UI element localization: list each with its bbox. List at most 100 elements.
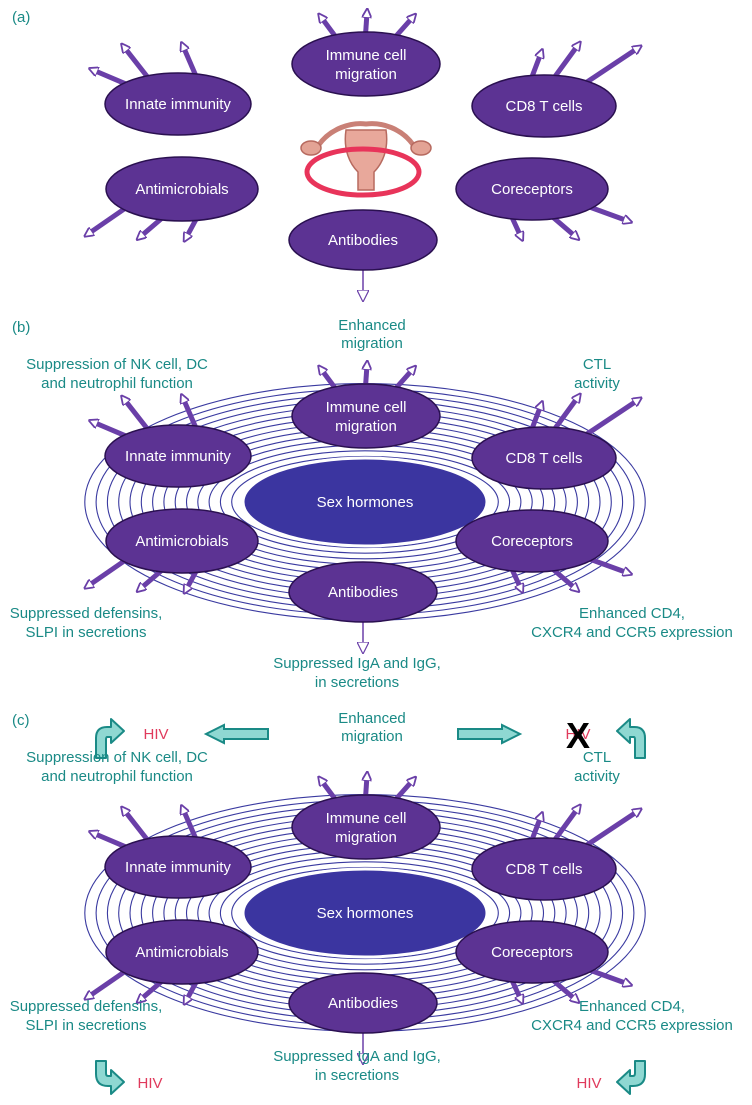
signal-arrow (579, 400, 638, 441)
signal-arrow (579, 48, 638, 89)
b-node-antibodies (288, 561, 438, 623)
b-node-immune-cell-migration-label: Immune cell migration (326, 399, 407, 435)
b-effect-innate-line: and neutrophil function (41, 375, 193, 392)
c-node-coreceptors (455, 920, 609, 984)
b-node-coreceptors (455, 509, 609, 573)
c-node-cd8-t-cells (471, 837, 617, 901)
b-effect-ctl-line: CTL (583, 356, 611, 373)
c-effect-innate-line: Suppression of NK cell, DC (26, 749, 208, 766)
right-ovary-icon (410, 140, 432, 156)
right-hiv-arrow (457, 723, 523, 745)
hiv-left-label: HIV (143, 726, 168, 743)
c-effect-migration-line: migration (341, 728, 403, 745)
c-effect-coreceptors-line: CXCR4 and CCR5 expression (531, 1017, 733, 1034)
b-hormone-ring (231, 455, 499, 549)
hiv-blocked-label: HIV (565, 726, 590, 743)
a-node-coreceptors-label-line: Coreceptors (491, 181, 573, 198)
a-node-innate-immunity-label: Innate immunity (125, 96, 231, 113)
c-hormone-ring (219, 861, 511, 965)
c-node-antimicrobials-label: Antimicrobials (135, 944, 228, 961)
b-node-cd8-t-cells-label-line: CD8 T cells (506, 450, 583, 467)
a-node-immune-cell-migration-label-line: migration (335, 66, 397, 83)
c-sex-hormones-core (241, 867, 489, 959)
a-node-coreceptors (455, 157, 609, 221)
c-node-antimicrobials-label-line: Antimicrobials (135, 944, 228, 961)
b-node-innate-immunity-label-line: Innate immunity (125, 448, 231, 465)
a-node-antimicrobials (105, 156, 259, 222)
c-sex-hormones-label: Sex hormones (317, 905, 414, 922)
a-node-immune-cell-migration-label-line: Immune cell (326, 47, 407, 64)
c-node-coreceptors-label-line: Coreceptors (491, 944, 573, 961)
signal-arrow (579, 811, 638, 852)
c-node-immune-cell-migration-label-line: Immune cell (326, 810, 407, 827)
uterus-icon (300, 121, 432, 198)
b-effect-antimicrobials-line: SLPI in secretions (26, 624, 147, 641)
b-node-antibodies-label-line: Antibodies (328, 584, 398, 601)
b-sex-hormones-core (241, 456, 489, 548)
a-node-antimicrobials-label: Antimicrobials (135, 181, 228, 198)
antimicrobials-hiv-curved-arrow (95, 1060, 125, 1095)
c-effect-antimicrobials-line: SLPI in secretions (26, 1017, 147, 1034)
cervix-highlight-ring (304, 146, 422, 198)
panel-b-label: (b) (12, 319, 30, 336)
ctl-hiv-curved-arrow (616, 718, 646, 759)
blocked-x-icon: X (566, 715, 590, 756)
c-node-antimicrobials (105, 919, 259, 985)
c-hormone-ring (231, 866, 499, 960)
c-effect-antibodies: Suppressed IgA and IgG,in secretions (273, 1048, 441, 1084)
hiv-bottom-right-label: HIV (576, 1075, 601, 1092)
c-node-immune-cell-migration (291, 794, 441, 860)
b-effect-antimicrobials-line: Suppressed defensins, (10, 605, 163, 622)
b-effect-coreceptors-line: CXCR4 and CCR5 expression (531, 624, 733, 641)
b-node-antimicrobials-label: Antimicrobials (135, 533, 228, 550)
c-node-cd8-t-cells-label: CD8 T cells (506, 861, 583, 878)
a-node-cd8-t-cells-label-line: CD8 T cells (506, 98, 583, 115)
c-effect-coreceptors-line: Enhanced CD4, (579, 998, 685, 1015)
b-effect-antimicrobials: Suppressed defensins, SLPI in secretions (10, 605, 163, 641)
b-node-antimicrobials-label-line: Antimicrobials (135, 533, 228, 550)
left-hiv-arrow (203, 723, 269, 745)
b-effect-coreceptors: Enhanced CD4, CXCR4 and CCR5 expression (531, 605, 733, 641)
c-effect-antimicrobials-line: Suppressed defensins, (10, 998, 163, 1015)
c-effect-ctl-line: CTL (583, 749, 611, 766)
c-effect-antimicrobials: Suppressed defensins, SLPI in secretions (10, 998, 163, 1034)
b-sex-hormones-label: Sex hormones (317, 494, 414, 511)
a-node-immune-cell-migration (291, 31, 441, 97)
b-node-immune-cell-migration-label-line: Immune cell (326, 399, 407, 416)
c-node-antibodies (288, 972, 438, 1034)
b-node-coreceptors-label: Coreceptors (491, 533, 573, 550)
hiv-bottom-left-label: HIV (137, 1075, 162, 1092)
c-effect-antibodies-line: in secretions (315, 1067, 399, 1084)
b-effect-antibodies-line: in secretions (315, 674, 399, 691)
hormone-rings-layer (84, 383, 646, 1032)
uterus-body-icon (344, 129, 388, 191)
c-node-innate-immunity (104, 835, 252, 899)
c-node-coreceptors-label: Coreceptors (491, 944, 573, 961)
c-effect-coreceptors: Enhanced CD4, CXCR4 and CCR5 expression (531, 998, 733, 1034)
b-effect-antibodies: Suppressed IgA and IgG, in secretions (273, 655, 441, 691)
b-hormone-ring (219, 450, 511, 554)
b-effect-coreceptors-line: Enhanced CD4, (579, 605, 685, 622)
c-node-innate-immunity-label: Innate immunity (125, 859, 231, 876)
a-node-coreceptors-label: Coreceptors (491, 181, 573, 198)
b-effect-antibodies-line: Suppressed IgA and IgG, (273, 655, 441, 672)
b-node-antimicrobials (105, 508, 259, 574)
innate-hiv-curved-arrow (95, 718, 125, 759)
b-node-antibodies-label: Antibodies (328, 584, 398, 601)
a-node-immune-cell-migration-label: Immune cell migration (326, 47, 407, 83)
c-effect-migration-line: Enhanced (338, 710, 406, 727)
a-node-cd8-t-cells (471, 74, 617, 138)
b-node-innate-immunity (104, 424, 252, 488)
b-node-immune-cell-migration-label-line: migration (335, 418, 397, 435)
b-node-cd8-t-cells (471, 426, 617, 490)
panel-a-label: (a) (12, 9, 30, 26)
a-node-cd8-t-cells-label: CD8 T cells (506, 98, 583, 115)
b-node-coreceptors-label-line: Coreceptors (491, 533, 573, 550)
